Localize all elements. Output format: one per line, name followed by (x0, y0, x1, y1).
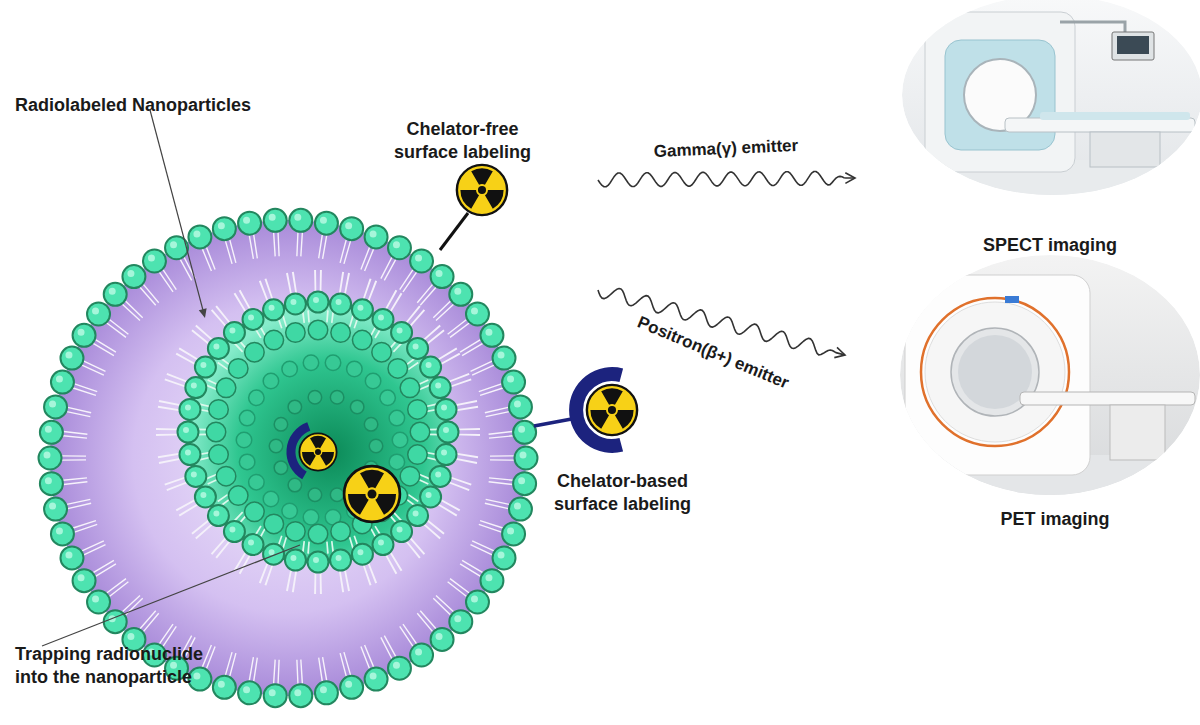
arrowhead (834, 347, 845, 357)
radionuclide-symbol (299, 433, 336, 470)
callout-label: Chelator-free surface labeling (380, 118, 545, 164)
edge-label: Positron(β+) emitter (635, 313, 792, 394)
liposome-outer-layer (47, 217, 526, 696)
node-title: PET imaging (955, 508, 1155, 531)
leader-arrowhead (199, 308, 207, 318)
radionuclide-symbol (344, 466, 400, 522)
node-title: SPECT imaging (950, 234, 1150, 257)
leader-line (150, 110, 204, 314)
arrowhead (845, 173, 855, 184)
radionuclide-symbol (587, 385, 637, 435)
radionuclide-symbol (457, 165, 507, 215)
pet-scanner-node: PET imaging (845, 262, 1200, 542)
node-title: Radiolabeled Nanoparticles (15, 94, 315, 117)
callout-label: Chelator-based surface labeling (540, 470, 705, 516)
callout-label: Trapping radionuclide into the nanoparti… (15, 643, 230, 689)
wave-line (598, 171, 855, 186)
surface-linker (440, 213, 468, 250)
pet-scanner-picture (900, 255, 1200, 505)
edge-label: Gamma(γ) emitter (654, 136, 799, 162)
wave-line (598, 288, 845, 355)
leader-line (42, 545, 300, 646)
nanoparticle-node: Radiolabeled Nanoparticles (0, 82, 598, 725)
spect-scanner-node: SPECT imaging (855, 0, 1200, 262)
wavy-emission-arrow (598, 171, 855, 186)
wavy-emission-arrow (598, 288, 845, 357)
spect-scanner-picture (900, 0, 1200, 200)
liposome-inner-core (168, 282, 468, 582)
